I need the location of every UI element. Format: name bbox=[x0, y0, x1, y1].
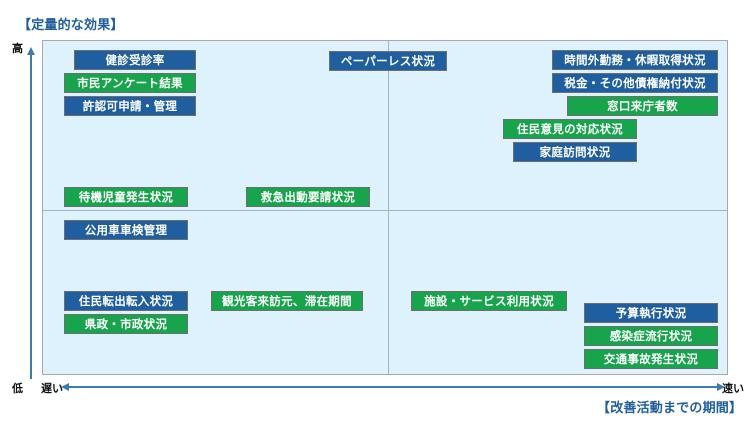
item-box[interactable]: 市民アンケート結果 bbox=[64, 73, 196, 93]
quadrant-divider-vertical bbox=[388, 41, 389, 374]
vertical-axis-arrow bbox=[27, 47, 35, 379]
axis-label-high: 高 bbox=[12, 42, 23, 55]
item-box[interactable]: 交通事故発生状況 bbox=[584, 349, 718, 369]
axis-label-fast: 速い bbox=[722, 382, 744, 395]
item-box[interactable]: 健診受診率 bbox=[74, 50, 196, 70]
item-box[interactable]: 家庭訪問状況 bbox=[513, 142, 637, 162]
item-box[interactable]: 観光客来訪元、滞在期間 bbox=[211, 291, 363, 311]
item-box[interactable]: 救急出動要請状況 bbox=[246, 187, 370, 207]
axis-label-low: 低 bbox=[12, 382, 23, 395]
item-box[interactable]: 予算執行状況 bbox=[584, 303, 718, 323]
item-box[interactable]: 待機児童発生状況 bbox=[64, 187, 188, 207]
item-box[interactable]: 窓口来庁者数 bbox=[567, 96, 718, 116]
vertical-axis-title: 【定量的な効果】 bbox=[18, 18, 124, 33]
item-box[interactable]: 住民意見の対応状況 bbox=[503, 119, 637, 139]
item-box[interactable]: 県政・市政状況 bbox=[64, 314, 188, 334]
plot-area: 健診受診率市民アンケート結果許認可申請・管理 ペーパーレス状況 時間外勤務・休暇取得… bbox=[42, 40, 728, 375]
item-box[interactable]: 住民転出転入状況 bbox=[64, 291, 188, 311]
item-box[interactable]: 税金・その他債権納付状況 bbox=[552, 73, 718, 93]
horizontal-axis-arrow bbox=[61, 383, 725, 391]
horizontal-axis-title: 【改善活動までの期間】 bbox=[597, 401, 743, 416]
item-box[interactable]: 時間外勤務・休暇取得状況 bbox=[552, 50, 718, 70]
quadrant-divider-horizontal bbox=[43, 210, 727, 211]
item-box[interactable]: ペーパーレス状況 bbox=[329, 51, 447, 71]
item-box[interactable]: 施設・サービス利用状況 bbox=[411, 291, 567, 311]
item-box[interactable]: 感染症流行状況 bbox=[584, 326, 718, 346]
item-box[interactable]: 許認可申請・管理 bbox=[64, 96, 196, 116]
axis-label-slow: 遅い bbox=[41, 382, 63, 395]
item-box[interactable]: 公用車車検管理 bbox=[64, 220, 188, 240]
